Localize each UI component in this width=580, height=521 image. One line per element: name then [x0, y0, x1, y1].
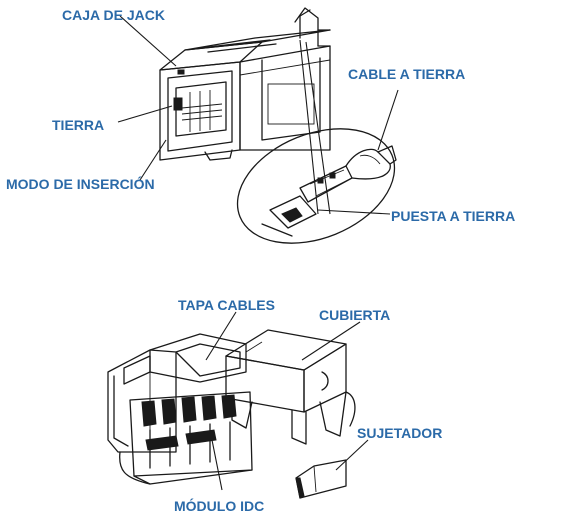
label-ground-cable: CABLE A TIERRA	[348, 66, 466, 82]
label-jack-box: CAJA DE JACK	[62, 7, 165, 23]
fastener-drawing	[295, 459, 347, 499]
jack-box-drawing	[159, 7, 331, 161]
label-cover: CUBIERTA	[319, 307, 391, 323]
grounding-detail	[236, 128, 397, 244]
idc-module-drawing	[107, 333, 253, 485]
cover-drawing	[225, 329, 356, 445]
label-cable-cover: TAPA CABLES	[178, 297, 275, 313]
label-fastener: SUJETADOR	[357, 425, 443, 441]
label-grounding: PUESTA A TIERRA	[391, 208, 516, 224]
label-ground: TIERRA	[52, 117, 105, 133]
label-insertion-mode: MODO DE INSERCIÓN	[6, 176, 155, 192]
label-idc-module: MÓDULO IDC	[174, 498, 265, 514]
